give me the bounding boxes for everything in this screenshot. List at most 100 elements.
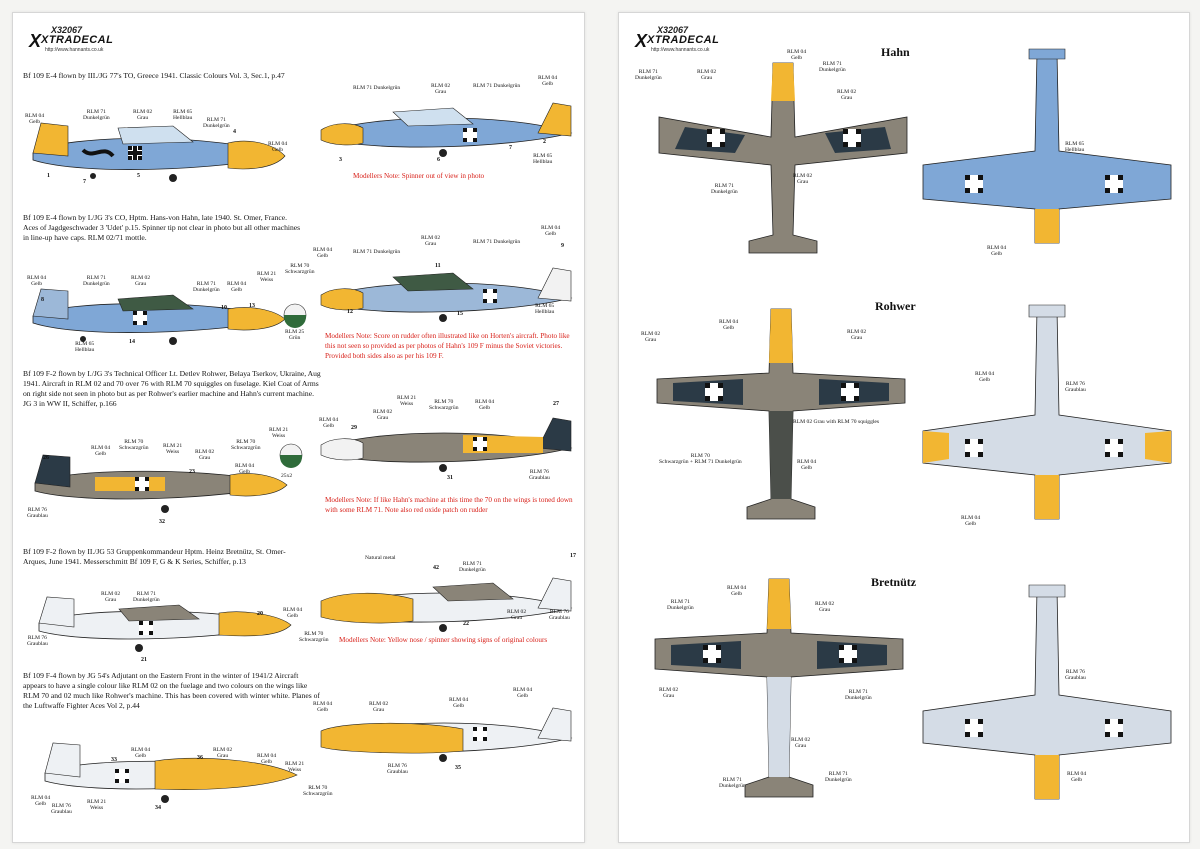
callout-31: 31 <box>447 475 453 481</box>
logo-url-right: http://www.hannants.co.uk <box>651 47 710 53</box>
callout-8: 8 <box>41 297 44 303</box>
label-rlm21-a5: RLM 21 Weiss <box>285 761 305 774</box>
callout-33: 33 <box>111 757 117 763</box>
label-rlm04-a1c: RLM 04 Gelb <box>538 75 558 88</box>
callout-2: 2 <box>543 139 546 145</box>
label-rlm02-a4: RLM 02 Grau <box>101 591 121 604</box>
label-rlm04-a5c: RLM 04 Gelb <box>31 795 51 808</box>
r-label-rlm71-5: RLM 71 Dunkelgrün <box>845 689 872 702</box>
logo-x-glyph: X <box>29 31 42 51</box>
label-rlm02-a5: RLM 02 Grau <box>213 747 233 760</box>
callout-11: 11 <box>435 263 441 269</box>
label-rlm65-a1c: RLM 65 Hellblau <box>533 153 553 166</box>
label-rlm76-a3b: RLM 76 Graublau <box>529 469 550 482</box>
aircraft-4-left-profile <box>38 596 292 652</box>
callout-9: 9 <box>561 243 564 249</box>
label-rlm02-a3c: RLM 02 Grau <box>373 409 393 422</box>
callout-22: 22 <box>463 621 469 627</box>
label-rlm02-a2: RLM 02 Grau <box>131 275 151 288</box>
r-label-rlm02-2: RLM 02 Grau <box>837 89 857 102</box>
label-rlm76-a4: RLM 76 Graublau <box>27 635 48 648</box>
label-rlm21-a5b: RLM 21 Weiss <box>87 799 107 812</box>
rohwer-top-view <box>656 308 906 520</box>
xtradecal-logo: X X32067 XTRADECAL http://www.hannants.c… <box>23 25 133 55</box>
logo-url: http://www.hannants.co.uk <box>45 47 104 53</box>
logo-word: XTRADECAL <box>41 34 114 46</box>
label-rlm71-a1b: RLM 71 Dunkelgrün <box>203 117 230 130</box>
left-decal-sheet: X X32067 XTRADECAL http://www.hannants.c… <box>12 12 585 843</box>
aircraft-5-left-profile <box>44 742 298 803</box>
label-rlm04-a5d: RLM 04 Gelb <box>313 701 333 714</box>
label-rlm21-a2: RLM 21 Weiss <box>257 271 277 284</box>
r-label-rlm04-5: RLM 04 Gelb <box>975 371 995 384</box>
callout-26: 26 <box>43 455 49 461</box>
callout-14: 14 <box>129 339 135 345</box>
bretnutz-top-view <box>654 578 904 798</box>
callout-7b: 7 <box>509 145 512 151</box>
label-rlm76-a5: RLM 76 Graublau <box>51 803 72 816</box>
label-rlm02-a5b: RLM 02 Grau <box>369 701 389 714</box>
label-rlm65-a2c: RLM 65 Hellblau <box>535 303 555 316</box>
label-rlm02-a2c: RLM 02 Grau <box>421 235 441 248</box>
label-rlm04-a2b: RLM 04 Gelb <box>227 281 247 294</box>
r-label-rlm04-3: RLM 04 Gelb <box>719 319 739 332</box>
callout-29: 29 <box>351 425 357 431</box>
label-rlm04-a2d: RLM 04 Gelb <box>541 225 561 238</box>
logo-x-glyph-right: X <box>635 31 648 51</box>
label-rlm71-a1d: RLM 71 Dunkelgrün <box>473 83 521 89</box>
aircraft-1-description: Bf 109 E-4 flown by III./JG 77's TO, Gre… <box>23 71 285 80</box>
r-label-rlm02-7: RLM 02 Grau <box>659 687 679 700</box>
label-rlm76-a4b: RLM 76 Graublau <box>549 609 570 622</box>
callout-15: 15 <box>457 311 463 317</box>
aircraft-5-description: Bf 109 F-4 flown by JG 54's Adjutant on … <box>23 671 320 710</box>
r-label-rlm71-6: RLM 71 Dunkelgrün <box>719 777 746 790</box>
label-natural-metal: Natural metal <box>365 555 396 561</box>
callout-17: 17 <box>570 553 576 559</box>
hahn-under-view <box>922 48 1172 244</box>
label-rlm65-a2: RLM 65 Hellblau <box>75 341 95 354</box>
label-rlm04-a3c: RLM 04 Gelb <box>319 417 339 430</box>
label-rlm65-a1: RLM 65 Hellblau <box>173 109 193 122</box>
logo-code-right: X32067 <box>657 25 689 35</box>
r-label-rlm71-3: RLM 71 Dunkelgrün <box>711 183 738 196</box>
callout-7: 7 <box>83 179 86 185</box>
label-rlm04-a1b: RLM 04 Gelb <box>268 141 288 154</box>
label-rlm70-a3: RLM 70 Schwarzgrün <box>119 439 149 452</box>
r-label-mix: RLM 70 Schwarzgrün + RLM 71 Dunkelgrün <box>659 453 742 466</box>
label-rlm02-a1c: RLM 02 Grau <box>431 83 451 96</box>
label-rlm71-a1: RLM 71 Dunkelgrün <box>83 109 110 122</box>
r-label-rlm02-8: RLM 02 Grau <box>791 737 811 750</box>
callout-35: 35 <box>455 765 461 771</box>
r-label-rlm71-2: RLM 71 Dunkelgrün <box>819 61 846 74</box>
aircraft-3-modellers-note: Modellers Note: If like Hahn's machine a… <box>325 496 573 514</box>
label-rlm70-a3c: RLM 70 Schwarzgrün <box>429 399 459 412</box>
callout-36: 36 <box>197 755 203 761</box>
hahn-top-view <box>658 62 908 254</box>
label-rlm04-a4: RLM 04 Gelb <box>283 607 303 620</box>
label-rlm04-a3: RLM 04 Gelb <box>91 445 111 458</box>
label-rlm21-a3c: RLM 21 Weiss <box>397 395 417 408</box>
shield-emblem-icon-2 <box>279 443 303 468</box>
r-label-rlm04-8: RLM 04 Gelb <box>1067 771 1087 784</box>
label-rlm71-a2c: RLM 71 Dunkelgrün <box>353 249 401 255</box>
callout-6: 6 <box>437 157 440 163</box>
label-rlm02-a3: RLM 02 Grau <box>195 449 215 462</box>
r-label-rlm04-6: RLM 04 Gelb <box>961 515 981 528</box>
r-label-rlm04-7: RLM 04 Gelb <box>727 585 747 598</box>
xtradecal-logo-right: X X32067 XTRADECAL http://www.hannants.c… <box>629 25 739 55</box>
r-label-rlm65: RLM 65 Hellblau <box>1065 141 1085 154</box>
label-rlm04-a5e: RLM 04 Gelb <box>449 697 469 710</box>
label-rlm21-a3: RLM 21 Weiss <box>163 443 183 456</box>
r-label-rlm71-7: RLM 71 Dunkelgrün <box>825 771 852 784</box>
callout-23: 23 <box>189 469 195 475</box>
callout-42: 42 <box>433 565 439 571</box>
callout-4: 4 <box>233 129 236 135</box>
callout-1: 1 <box>47 173 50 179</box>
label-rlm04-a5b: RLM 04 Gelb <box>257 753 277 766</box>
label-rlm70-a5: RLM 70 Schwarzgrün <box>303 785 333 798</box>
label-rlm76-a3: RLM 76 Graublau <box>27 507 48 520</box>
aircraft-2-left-profile <box>32 288 286 345</box>
label-rlm21-a3b: RLM 21 Weiss <box>269 427 289 440</box>
rohwer-under-view <box>922 304 1172 520</box>
aircraft-4-modellers-note: Modellers Note: Yellow nose / spinner sh… <box>339 636 548 644</box>
